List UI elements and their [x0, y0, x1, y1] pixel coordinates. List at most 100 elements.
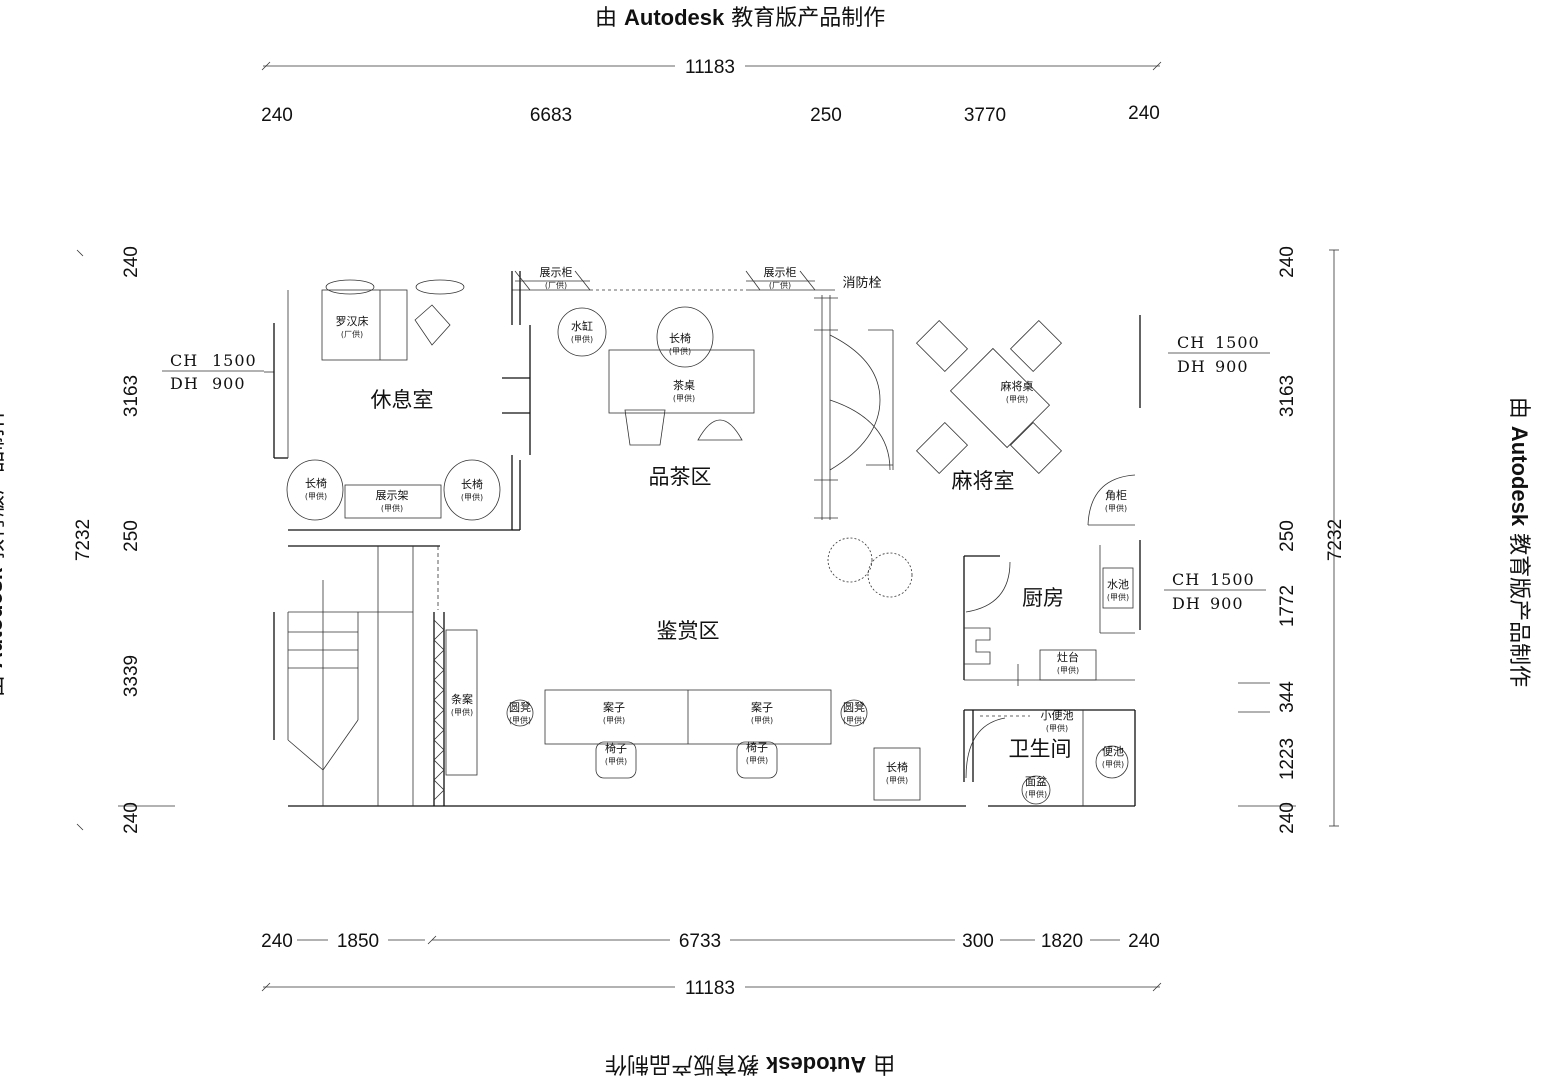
window-label-right-top: CH 1500 DH 900 [1168, 333, 1270, 376]
label-tea-table: 茶桌 [673, 379, 695, 392]
label-bench: 长椅 [886, 760, 908, 774]
label-toilet: 便池 [1102, 745, 1124, 758]
label-supply: (厂供) [341, 329, 363, 339]
label-corner-cabinet: 角柜 [1105, 489, 1127, 502]
label-supply: (甲供) [1046, 723, 1068, 733]
dh-value: 900 [212, 374, 246, 393]
dim-left-seg: 3163 [121, 375, 142, 417]
label-bench: 长椅 [461, 477, 483, 491]
dim-left-seg: 3339 [121, 655, 142, 697]
dim-right-seg: 344 [1277, 681, 1298, 713]
dimension-right: 7232 240 3163 250 1772 344 1223 240 [1238, 246, 1346, 834]
room-label-lounge: 休息室 [371, 388, 434, 412]
dh-label: DH [1177, 357, 1206, 376]
fixture-labels: 展示柜 (厂供) 展示柜 (厂供) 消防栓 罗汉床 (厂供) 水缸 (甲供) 长… [305, 266, 1129, 799]
label-supply: (甲供) [1057, 665, 1079, 675]
dim-top-seg: 240 [261, 105, 293, 126]
furniture [286, 270, 1134, 805]
label-supply: (甲供) [751, 715, 773, 725]
dim-right-total: 7232 [1325, 519, 1346, 561]
label-supply: (甲供) [461, 492, 483, 502]
dim-right-seg: 1772 [1277, 585, 1298, 627]
label-supply: (甲供) [669, 346, 691, 356]
ch-value: 1500 [212, 351, 257, 370]
label-supply: (甲供) [1102, 759, 1124, 769]
dh-value: 900 [1215, 357, 1249, 376]
window-label-right-bottom: CH 1500 DH 900 [1164, 570, 1266, 613]
label-supply: (甲供) [305, 491, 327, 501]
label-supply: (甲供) [509, 715, 531, 725]
dim-top-seg: 3770 [964, 105, 1006, 126]
walls [273, 271, 1141, 807]
label-supply: (甲供) [605, 756, 627, 766]
label-display-cabinet: 展示柜 [540, 266, 573, 279]
dim-top-seg: 250 [810, 105, 842, 126]
room-label-kitchen: 厨房 [1022, 586, 1064, 610]
dim-left-total: 7232 [73, 519, 94, 561]
label-supply: (甲供) [1107, 592, 1129, 602]
dim-top-seg: 240 [1128, 103, 1160, 124]
ch-label: CH [1177, 333, 1205, 352]
dimension-top: 11183 240 6683 250 3770 240 [261, 57, 1162, 126]
label-supply: (甲供) [451, 707, 473, 717]
label-bench: 长椅 [305, 476, 327, 490]
dim-left-seg: 250 [121, 520, 142, 552]
room-label-mahjong-room: 麻将室 [952, 469, 1015, 493]
label-supply: (甲供) [1006, 394, 1028, 404]
label-arhat-bed: 罗汉床 [336, 314, 369, 328]
room-label-bathroom: 卫生间 [1009, 737, 1072, 761]
label-long-table: 条案 [451, 692, 473, 706]
dim-right-seg: 3163 [1277, 375, 1298, 417]
dim-top-seg: 6683 [530, 105, 572, 126]
dim-bottom-seg: 1820 [1041, 931, 1083, 952]
label-chair: 椅子 [746, 740, 768, 754]
label-supply: (甲供) [673, 393, 695, 403]
room-labels: 休息室 品茶区 麻将室 厨房 鉴赏区 卫生间 [371, 388, 1072, 761]
dh-value: 900 [1210, 594, 1244, 613]
dim-left-seg: 240 [121, 246, 142, 278]
dim-right-seg: 250 [1277, 520, 1298, 552]
ch-label: CH [1172, 570, 1200, 589]
label-stool: 圆凳 [843, 700, 865, 714]
window-label-left: CH 1500 DH 900 [162, 350, 274, 398]
label-supply: (甲供) [843, 715, 865, 725]
label-stool: 圆凳 [509, 700, 531, 714]
label-supply: (甲供) [1105, 503, 1127, 513]
label-hydrant: 消防栓 [842, 275, 881, 291]
label-mahjong-table: 麻将桌 [1001, 379, 1034, 393]
label-display-cabinet: 展示柜 [764, 266, 797, 279]
label-bench: 长椅 [669, 331, 691, 345]
label-basin: 面盆 [1025, 774, 1047, 788]
watermark-top: 由 Autodesk 教育版产品制作 [595, 0, 885, 32]
dh-label: DH [170, 374, 199, 393]
dim-right-seg: 240 [1277, 246, 1298, 278]
room-label-gallery: 鉴赏区 [657, 619, 720, 643]
dimension-left: 7232 240 3163 250 3339 240 [73, 246, 175, 834]
dim-top-total: 11183 [685, 57, 735, 78]
room-label-tea-area: 品茶区 [649, 465, 712, 489]
label-sink: 水池 [1107, 578, 1129, 591]
dim-right-seg: 240 [1277, 802, 1298, 834]
label-supply: (甲供) [886, 775, 908, 785]
dim-bottom-seg: 1850 [337, 931, 379, 952]
label-urinal: 小便池 [1041, 709, 1074, 722]
watermark-suffix: 教育版产品制作 [731, 6, 886, 31]
dim-bottom-seg: 240 [261, 931, 293, 952]
label-supply: (甲供) [381, 503, 403, 513]
dim-bottom-seg: 6733 [679, 931, 721, 952]
ch-value: 1500 [1215, 333, 1260, 352]
label-supply: (厂供) [545, 280, 567, 290]
label-table: 案子 [751, 700, 773, 714]
dimension-bottom: 240 1850 6733 300 1820 240 11183 [261, 931, 1162, 999]
watermark-brand: Autodesk [624, 5, 725, 30]
dim-left-seg: 240 [121, 802, 142, 834]
ch-label: CH [170, 351, 198, 370]
label-water-vat: 水缸 [571, 319, 593, 333]
dim-bottom-total: 11183 [685, 978, 735, 999]
ch-value: 1500 [1210, 570, 1255, 589]
label-chair: 椅子 [605, 741, 627, 755]
dim-bottom-seg: 240 [1128, 931, 1160, 952]
label-stove: 灶台 [1057, 650, 1079, 664]
dim-bottom-seg: 300 [962, 931, 994, 952]
